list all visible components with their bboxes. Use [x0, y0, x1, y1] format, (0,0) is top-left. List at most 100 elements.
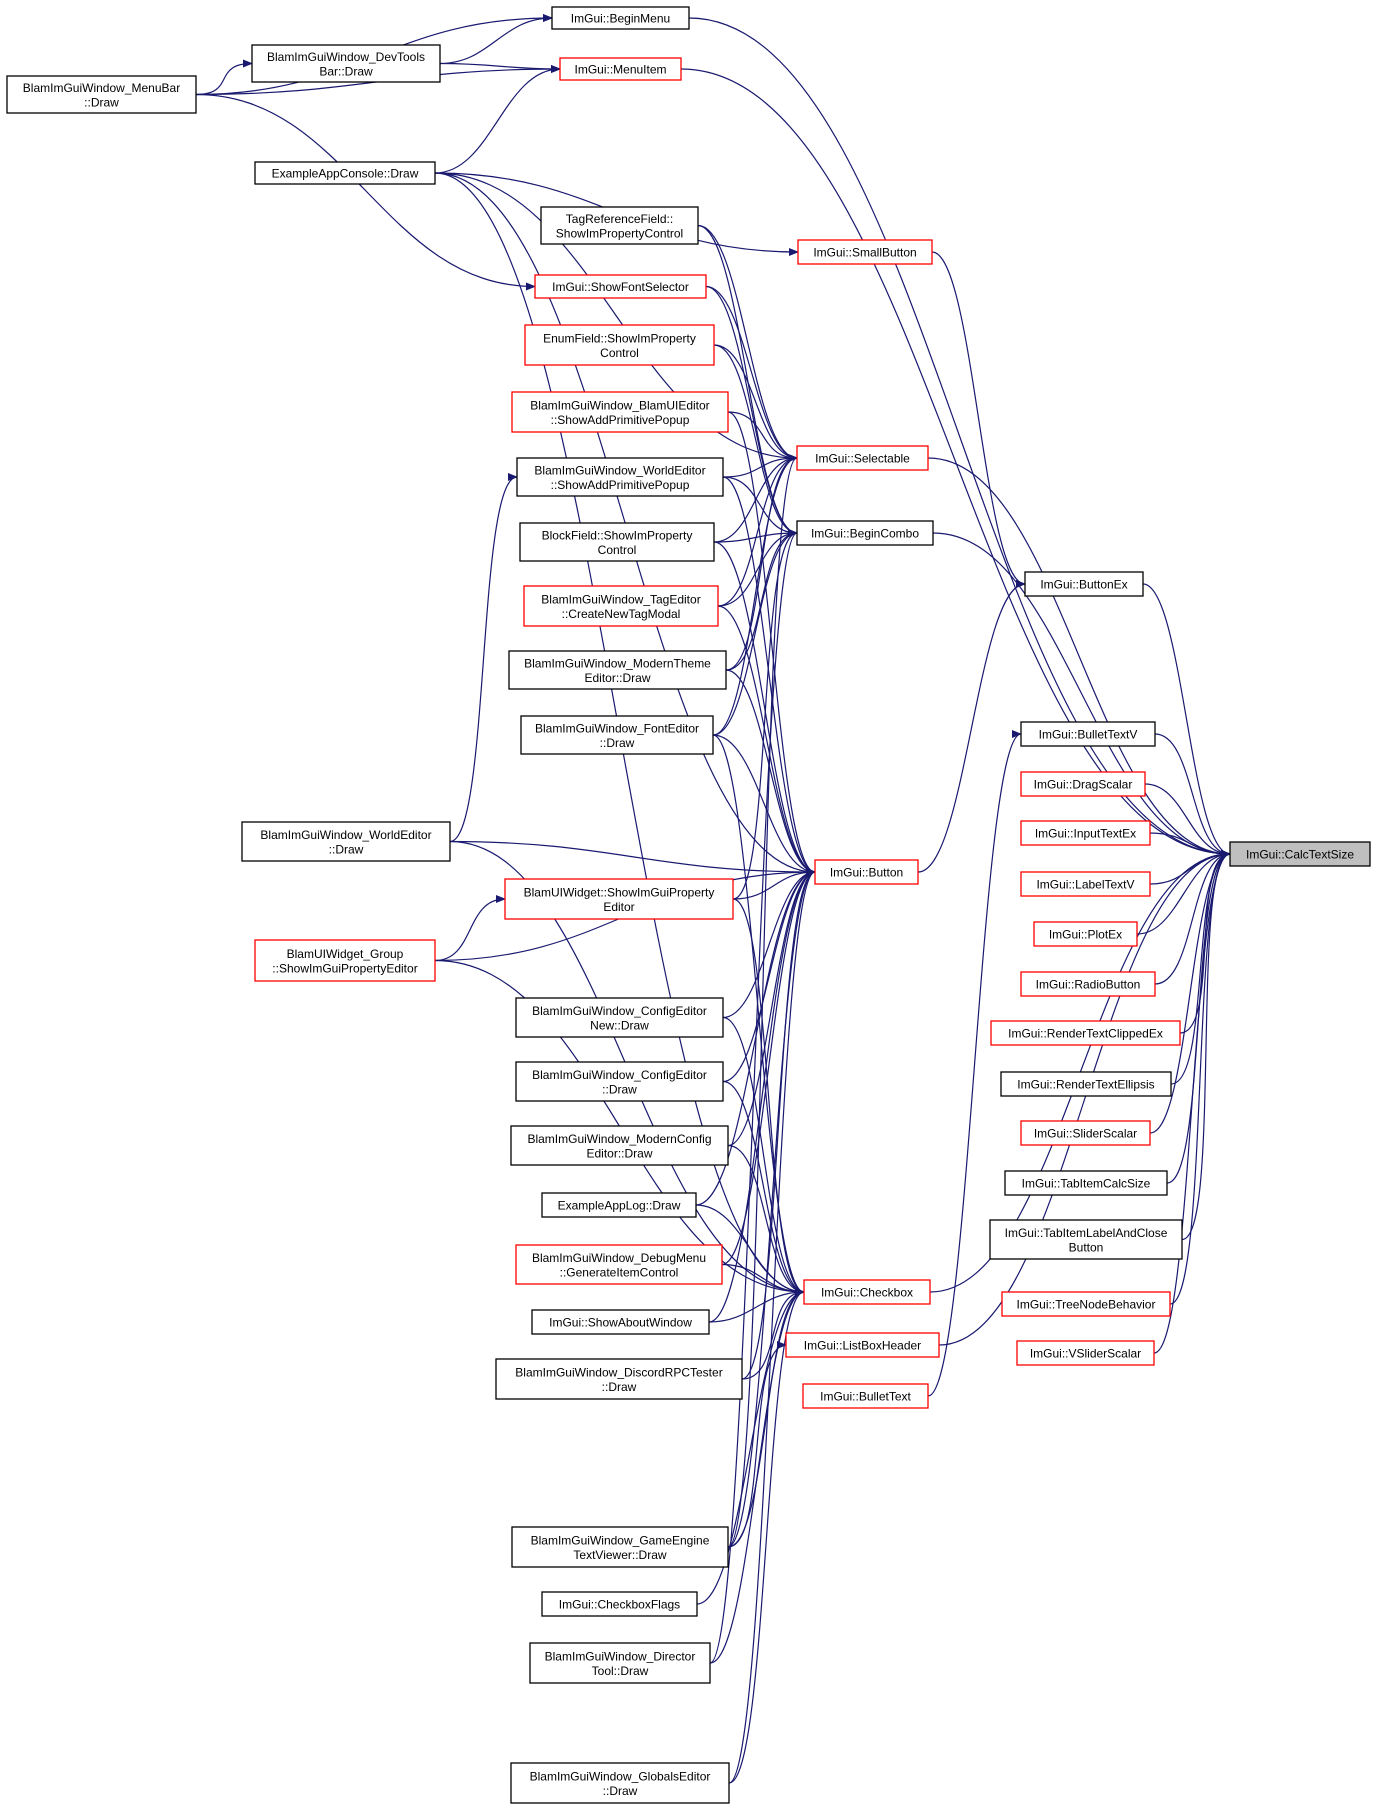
node-console[interactable]: ExampleAppConsole::Draw [254, 161, 436, 185]
node-menuitem[interactable]: ImGui::MenuItem [559, 57, 682, 81]
node-inputtextex[interactable]: ImGui::InputTextEx [1020, 820, 1151, 846]
node-begincombo[interactable]: ImGui::BeginCombo [796, 520, 934, 546]
edge-fonteditor-to-button [712, 734, 816, 876]
node-label: ExampleAppLog::Draw [558, 1199, 681, 1213]
edge-world_add-to-button [722, 476, 816, 876]
node-configeditor[interactable]: BlamImGuiWindow_ConfigEditor::Draw [515, 1061, 724, 1102]
node-box [1033, 921, 1138, 947]
node-box [519, 522, 715, 562]
node-fontselector[interactable]: ImGui::ShowFontSelector [534, 274, 707, 299]
node-box [814, 859, 919, 885]
edge-listboxheader-to-calc [938, 850, 1231, 1346]
node-label: TagReferenceField:: [566, 212, 673, 226]
node-blamui_add[interactable]: BlamImGuiWindow_BlamUIEditor::ShowAddPri… [511, 391, 729, 433]
node-checkboxflags[interactable]: ImGui::CheckboxFlags [541, 1591, 698, 1617]
node-box [540, 206, 699, 245]
edge-rendertextellipsis-to-calc [1170, 850, 1231, 1085]
node-tageditor[interactable]: BlamImGuiWindow_TagEditor::CreateNewTagM… [523, 585, 719, 627]
edge-begincombo-to-calc [932, 532, 1231, 858]
node-label: Control [600, 346, 639, 360]
node-calc[interactable]: ImGui::CalcTextSize [1229, 841, 1371, 867]
node-box [990, 1020, 1181, 1046]
node-fonteditor[interactable]: BlamImGuiWindow_FontEditor::Draw [520, 715, 714, 755]
node-box [510, 1125, 729, 1166]
node-worldeditor[interactable]: BlamImGuiWindow_WorldEditor::Draw [241, 821, 451, 862]
node-label: ImGui::SliderScalar [1034, 1127, 1137, 1141]
node-labeltextv[interactable]: ImGui::LabelTextV [1020, 871, 1151, 897]
node-globals[interactable]: BlamImGuiWindow_GlobalsEditor::Draw [510, 1762, 730, 1804]
node-label: BlamImGuiWindow_MenuBar [23, 81, 180, 95]
node-buttonex[interactable]: ImGui::ButtonEx [1024, 571, 1144, 597]
node-vsliderscalar[interactable]: ImGui::VSliderScalar [1016, 1340, 1155, 1366]
node-box [511, 1526, 729, 1568]
node-label: BlamUIWidget_Group [287, 947, 404, 961]
node-treenode[interactable]: ImGui::TreeNodeBehavior [1001, 1291, 1171, 1317]
node-button[interactable]: ImGui::Button [814, 859, 919, 885]
node-rendertextclipped[interactable]: ImGui::RenderTextClippedEx [990, 1020, 1181, 1046]
node-rendertextellipsis[interactable]: ImGui::RenderTextEllipsis [1000, 1071, 1172, 1097]
node-label: ::Draw [84, 95, 119, 109]
function-nodes: ImGui::CalcTextSize BlamImGuiWindow_MenuB… [6, 6, 1371, 1804]
node-box [541, 1192, 697, 1218]
node-beginmenu[interactable]: ImGui::BeginMenu [551, 6, 690, 30]
node-label: ::Draw [602, 1082, 637, 1096]
node-menubar[interactable]: BlamImGuiWindow_MenuBar::Draw [6, 75, 197, 114]
node-tabitemcalcsize[interactable]: ImGui::TabItemCalcSize [1004, 1170, 1168, 1196]
node-bullettext[interactable]: ImGui::BulletText [802, 1383, 929, 1409]
node-checkbox[interactable]: ImGui::Checkbox [803, 1279, 931, 1305]
edge-tagref-to-selectable [697, 224, 798, 462]
node-world_add[interactable]: BlamImGuiWindow_WorldEditor::ShowAddPrim… [516, 457, 724, 497]
node-sliderscalar[interactable]: ImGui::SliderScalar [1020, 1120, 1151, 1146]
node-box [510, 1762, 730, 1804]
edge-globals-to-button [728, 868, 816, 1784]
edge-world_add-to-begincombo [722, 476, 798, 537]
edge-modernconfig-to-checkbox [727, 1144, 805, 1296]
edge-tageditor-to-button [717, 605, 816, 876]
node-discord[interactable]: BlamImGuiWindow_DiscordRPCTester::Draw [495, 1358, 743, 1400]
edge-beginmenu-to-calc [688, 17, 1231, 858]
edge-debugmenu-to-button [721, 868, 816, 1266]
node-applog[interactable]: ExampleAppLog::Draw [541, 1192, 697, 1218]
edge-discord-to-button [741, 868, 816, 1380]
node-label: ::Draw [329, 842, 364, 856]
node-smallbutton[interactable]: ImGui::SmallButton [797, 239, 933, 265]
node-uiwidget[interactable]: BlamUIWidget::ShowImGuiPropertyEditor [504, 878, 734, 920]
node-dragscalar[interactable]: ImGui::DragScalar [1020, 771, 1146, 797]
node-tagref[interactable]: TagReferenceField::ShowImPropertyControl [540, 206, 699, 245]
edge-plotex-to-calc [1136, 850, 1231, 935]
node-debugmenu[interactable]: BlamImGuiWindow_DebugMenu::GenerateItemC… [515, 1244, 723, 1285]
edge-fontselector-to-selectable [705, 285, 798, 462]
node-selectable[interactable]: ImGui::Selectable [796, 445, 929, 471]
node-blockfield[interactable]: BlockField::ShowImPropertyControl [519, 522, 715, 562]
node-box [516, 457, 724, 497]
edge-uiwidget_group-to-uiwidget [434, 895, 506, 962]
node-bullettextv[interactable]: ImGui::BulletTextV [1020, 721, 1156, 747]
node-label: BlamImGuiWindow_ConfigEditor [532, 1004, 707, 1018]
node-label: BlamImGuiWindow_DiscordRPCTester [515, 1365, 722, 1379]
node-label: TextViewer::Draw [573, 1548, 666, 1562]
node-box [520, 715, 714, 755]
node-label: ImGui::Selectable [815, 452, 910, 466]
node-label: BlamImGuiWindow_WorldEditor [534, 463, 705, 477]
node-plotex[interactable]: ImGui::PlotEx [1033, 921, 1138, 947]
node-gameengine[interactable]: BlamImGuiWindow_GameEngineTextViewer::Dr… [511, 1526, 729, 1568]
edge-configeditor-to-checkbox [722, 1080, 805, 1296]
node-uiwidget_group[interactable]: BlamUIWidget_Group::ShowImGuiPropertyEdi… [254, 939, 436, 982]
node-radiobutton[interactable]: ImGui::RadioButton [1020, 971, 1156, 997]
node-label: BlamImGuiWindow_FontEditor [535, 721, 699, 735]
node-aboutwindow[interactable]: ImGui::ShowAboutWindow [531, 1309, 710, 1335]
node-box [551, 6, 690, 30]
node-listboxheader[interactable]: ImGui::ListBoxHeader [785, 1332, 940, 1358]
edge-enumfield-to-selectable [713, 344, 798, 462]
node-box [241, 821, 451, 862]
edge-discord-to-checkbox [741, 1288, 805, 1380]
node-label: ImGui::BulletText [820, 1390, 911, 1404]
node-enumfield[interactable]: EnumField::ShowImPropertyControl [524, 324, 715, 366]
edge-confignew-to-checkbox [722, 1016, 805, 1296]
